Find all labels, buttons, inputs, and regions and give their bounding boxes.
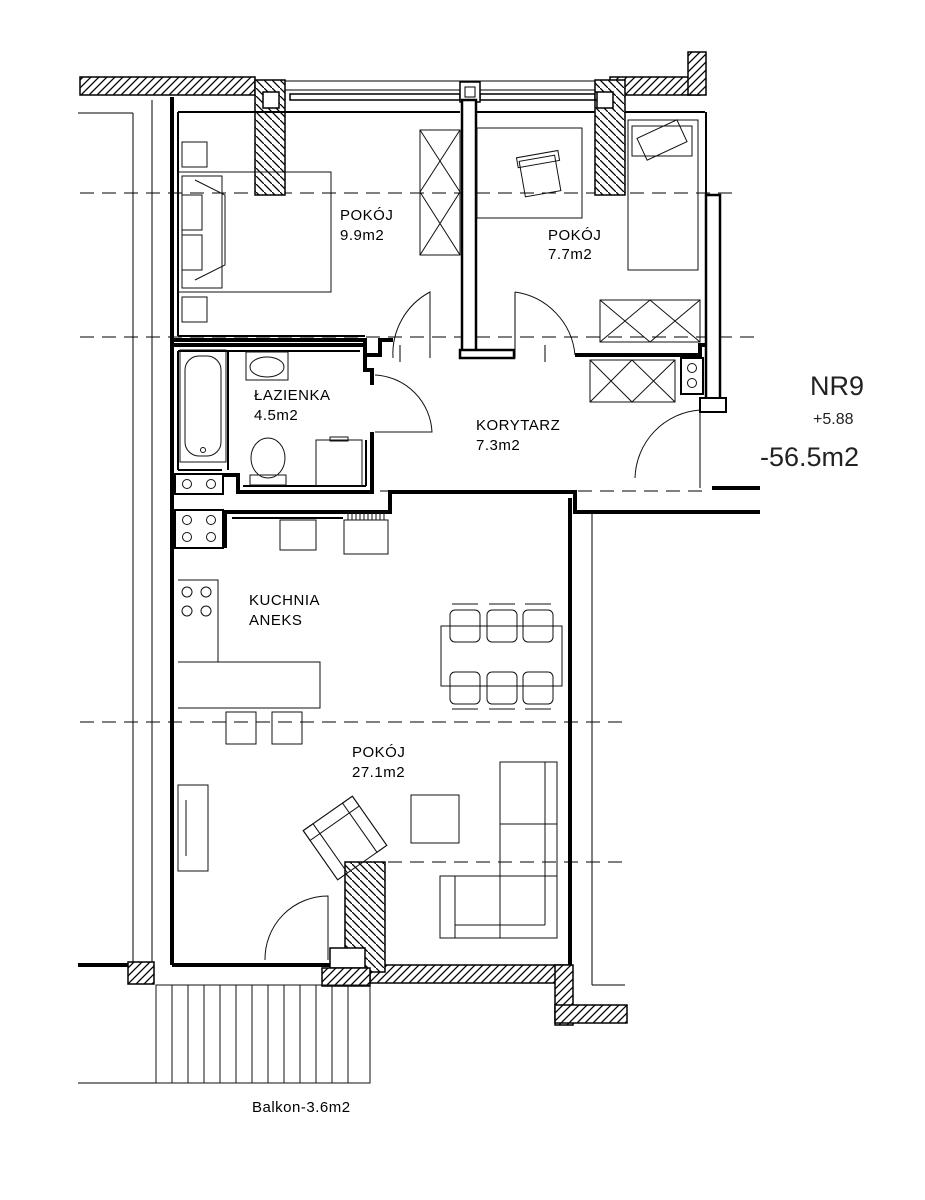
bedroom2-name: POKÓJ bbox=[548, 227, 601, 244]
living-area: 27.1m2 bbox=[352, 764, 405, 781]
interior-walls bbox=[78, 98, 760, 1026]
doors bbox=[264, 291, 701, 961]
apartment-number: NR9 bbox=[810, 371, 864, 401]
bedroom1-name: POKÓJ bbox=[340, 207, 393, 224]
columns-top bbox=[254, 79, 626, 196]
living-name: POKÓJ bbox=[352, 744, 405, 761]
corridor-name: KORYTARZ bbox=[476, 417, 560, 434]
exterior-wall-left bbox=[78, 97, 174, 972]
room-labels: POKÓJ 9.9m2 POKÓJ 7.7m2 ŁAZIENKA 4.5m2 K… bbox=[249, 207, 864, 1116]
bedroom2-area: 7.7m2 bbox=[548, 246, 592, 263]
corridor-area: 7.3m2 bbox=[476, 437, 520, 454]
kitchen-sub: ANEKS bbox=[249, 612, 302, 629]
balcony-label: Balkon-3.6m2 bbox=[252, 1099, 351, 1116]
apartment-total-area: -56.5m2 bbox=[760, 442, 859, 472]
bedroom1-area: 9.9m2 bbox=[340, 227, 384, 244]
apartment-level: +5.88 bbox=[813, 411, 854, 428]
bathroom-area: 4.5m2 bbox=[254, 407, 298, 424]
furniture bbox=[78, 119, 701, 1084]
kitchen-name: KUCHNIA bbox=[249, 592, 320, 609]
bathroom-name: ŁAZIENKA bbox=[254, 387, 331, 404]
